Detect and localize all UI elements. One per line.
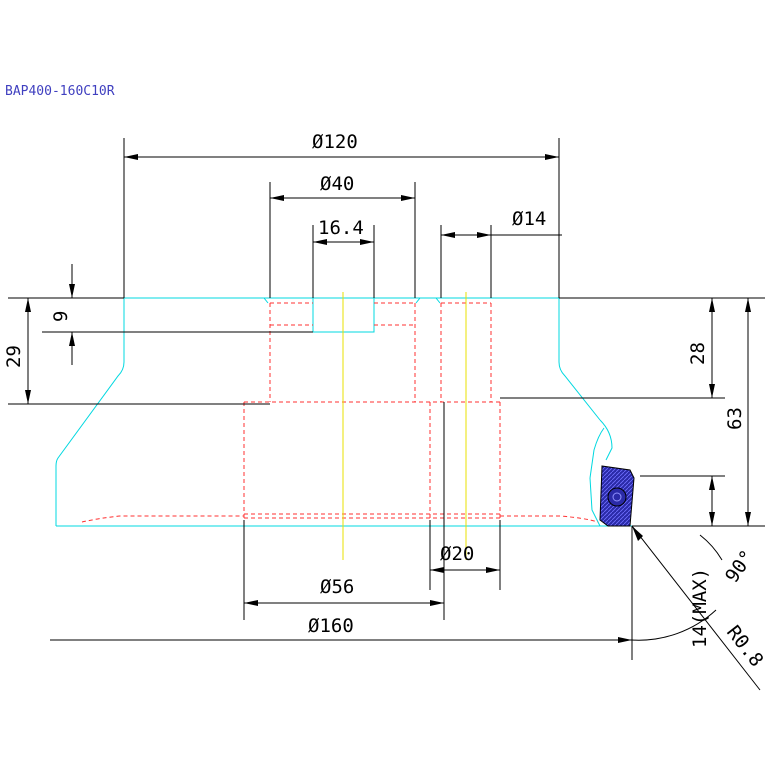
dim-w16-4: 16.4 [318, 217, 364, 239]
dim-d120: Ø120 [312, 131, 358, 153]
dim-ang90: 90° [721, 546, 759, 587]
dimension-lines [8, 138, 765, 691]
dim-d56: Ø56 [320, 576, 354, 598]
dim-h28: 28 [687, 342, 709, 365]
dim-d14: Ø14 [512, 208, 546, 230]
dim-h9: 9 [50, 311, 72, 322]
dim-h14max: 14(MAX) [689, 568, 711, 648]
dim-d40: Ø40 [320, 173, 354, 195]
hidden-lines [81, 302, 599, 523]
cutter-body-outline [55, 297, 632, 527]
dimension-labels: Ø120 Ø40 16.4 Ø14 Ø20 Ø56 Ø160 9 29 28 6… [3, 131, 767, 671]
dim-d160: Ø160 [308, 615, 354, 637]
drawing-title: BAP400-160C10R [5, 84, 115, 99]
dim-h29: 29 [3, 345, 25, 368]
dim-d20: Ø20 [440, 543, 474, 565]
dim-h63: 63 [724, 407, 746, 430]
dim-r08: R0.8 [722, 622, 767, 672]
cutting-insert [599, 465, 635, 527]
center-lines [342, 292, 467, 560]
